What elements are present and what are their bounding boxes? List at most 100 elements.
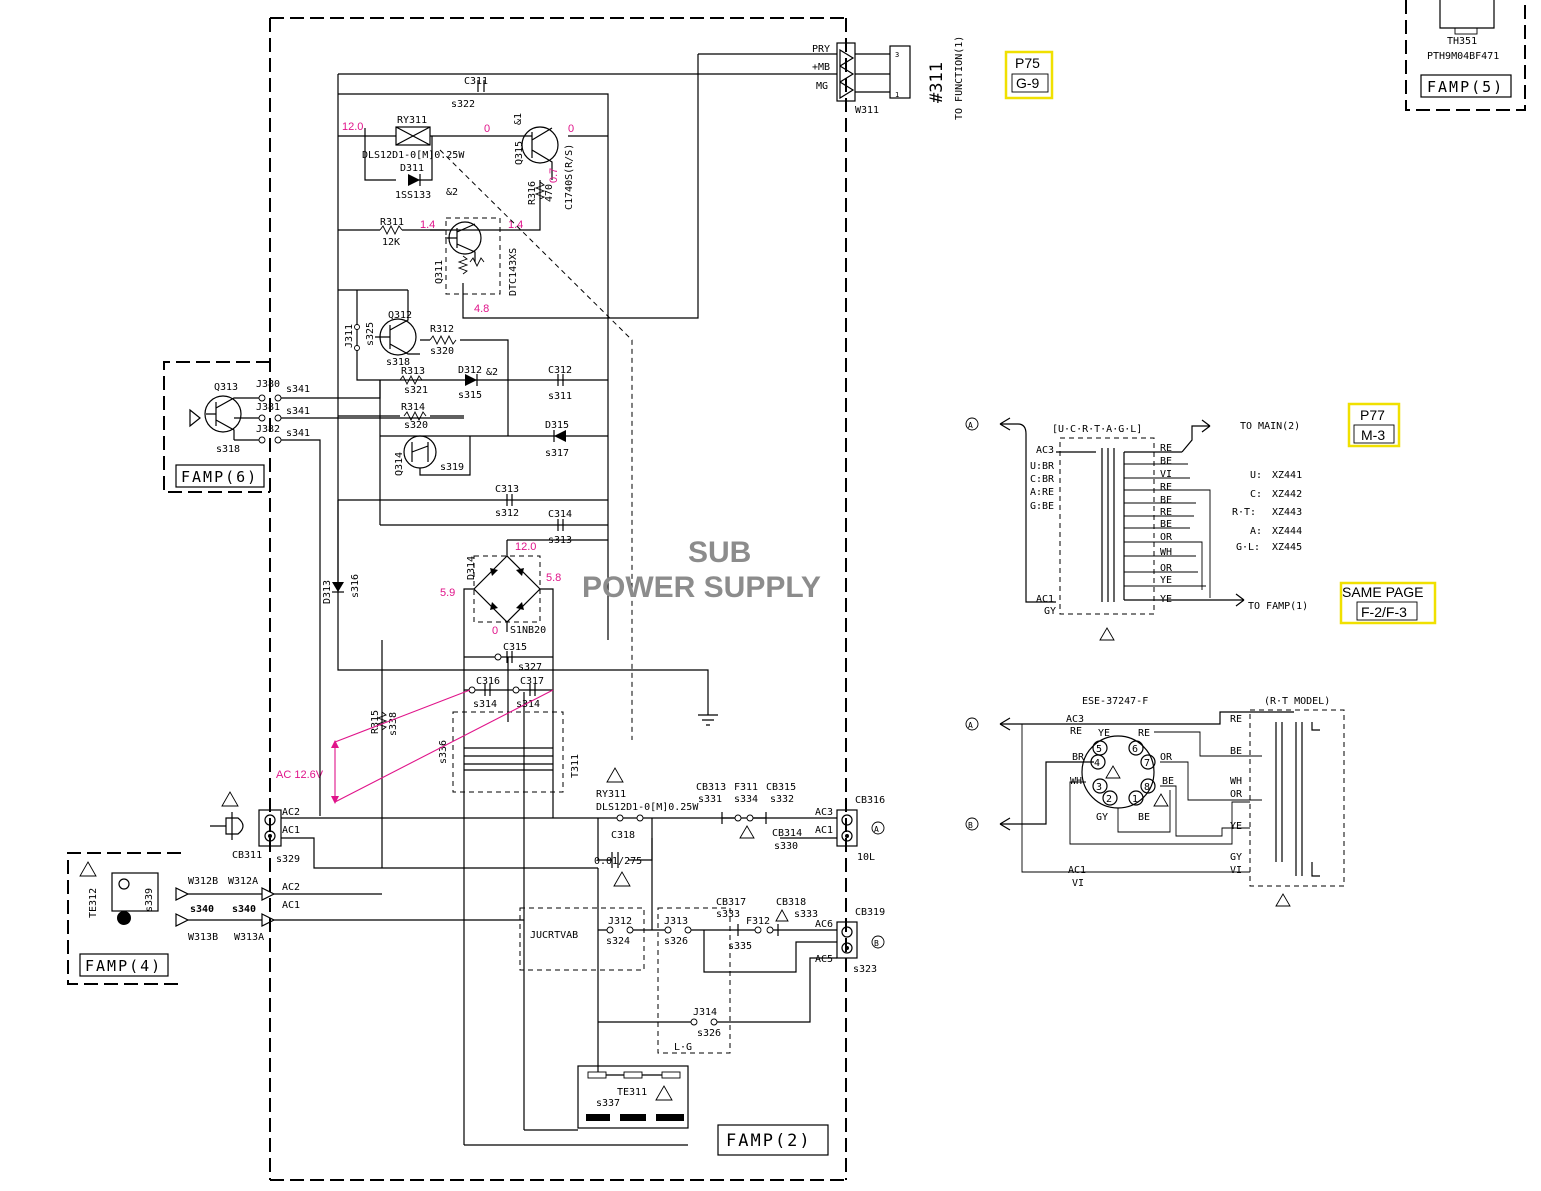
svg-text:Q314: Q314 bbox=[394, 452, 405, 476]
svg-text:AC5: AC5 bbox=[815, 954, 833, 965]
svg-text:s327: s327 bbox=[518, 662, 542, 673]
svg-text:F312: F312 bbox=[746, 916, 770, 927]
svg-text:R·T:: R·T: bbox=[1232, 507, 1256, 518]
transformer-top: A [U·C·R·T·A·G·L] AC3 U:BR C:BR A:RE G:B… bbox=[965, 417, 1308, 641]
caps-c313-c314: C313 s312 C314 s313 bbox=[338, 484, 608, 546]
svg-text:A:: A: bbox=[1250, 526, 1262, 537]
svg-text:s329: s329 bbox=[276, 854, 300, 865]
transistor-q314: Q314 s319 bbox=[394, 435, 471, 476]
transformer-t311: s336 T311 bbox=[438, 711, 581, 793]
svg-text:s340: s340 bbox=[190, 904, 214, 915]
svg-text:DLS12D1-0[M]0.25W: DLS12D1-0[M]0.25W bbox=[362, 150, 465, 161]
svg-text:TO MAIN(2): TO MAIN(2) bbox=[1240, 421, 1300, 432]
svg-text:C316: C316 bbox=[476, 676, 500, 687]
svg-text:s331: s331 bbox=[698, 794, 722, 805]
connector-cb316: CB316 AC3 AC1 10L A bbox=[651, 795, 885, 930]
svg-text:s316: s316 bbox=[350, 574, 361, 598]
svg-text:D311: D311 bbox=[400, 163, 424, 174]
svg-text:1.4: 1.4 bbox=[508, 219, 523, 231]
svg-text:J381: J381 bbox=[256, 402, 280, 413]
svg-text:s341: s341 bbox=[286, 406, 310, 417]
svg-text:s318: s318 bbox=[216, 444, 240, 455]
svg-text:12.0: 12.0 bbox=[515, 541, 536, 553]
pin-num-1: 1 bbox=[895, 91, 899, 99]
svg-text:C1740S(R/S): C1740S(R/S) bbox=[564, 144, 575, 210]
page-ref-same: SAME PAGE F-2/F-3 bbox=[1339, 581, 1437, 625]
svg-text:AC2: AC2 bbox=[282, 882, 300, 893]
svg-text:5.8: 5.8 bbox=[546, 572, 561, 584]
svg-text:M-3: M-3 bbox=[1361, 427, 1385, 443]
svg-text:C:BR: C:BR bbox=[1030, 474, 1055, 485]
rails bbox=[337, 53, 837, 640]
svg-text:C312: C312 bbox=[548, 365, 572, 376]
famp4-block: TE312 s339 W312B W312A s340 s340 W313B W… bbox=[67, 852, 524, 985]
diode-d311: D311 1SS133 &2 bbox=[395, 163, 458, 201]
svg-text:AC1: AC1 bbox=[282, 825, 300, 836]
connector-cb311: CB311 AC2 AC1 s329 bbox=[210, 791, 837, 869]
svg-text:1: 1 bbox=[1132, 794, 1138, 805]
v-0b: 0 bbox=[568, 123, 574, 135]
svg-text:C:: C: bbox=[1250, 489, 1262, 500]
svg-text:RE: RE bbox=[1230, 714, 1242, 725]
svg-text:FAMP(4): FAMP(4) bbox=[85, 957, 162, 975]
svg-text:CB313: CB313 bbox=[696, 782, 726, 793]
svg-text:XZ444: XZ444 bbox=[1272, 526, 1302, 537]
q311-block: R311 12K 1.4 1.4 Q311 DTC143XS 4.8 bbox=[338, 217, 523, 315]
svg-text:s321: s321 bbox=[404, 385, 428, 396]
svg-text:s337: s337 bbox=[596, 1098, 620, 1109]
svg-text:BE: BE bbox=[1160, 456, 1172, 467]
pin-num-3: 3 bbox=[895, 51, 899, 59]
svg-text:s334: s334 bbox=[734, 794, 758, 805]
svg-text:s314: s314 bbox=[473, 699, 497, 710]
svg-text:s338: s338 bbox=[388, 712, 399, 736]
svg-text:XZ443: XZ443 bbox=[1272, 507, 1302, 518]
svg-text:D313: D313 bbox=[322, 580, 333, 604]
svg-text:DLS12D1-0[M]0.25W: DLS12D1-0[M]0.25W bbox=[596, 802, 699, 813]
svg-text:B: B bbox=[968, 821, 973, 830]
fuse-f311: CB313 F311 CB315 s331 s334 s332 CB314 s3… bbox=[696, 782, 802, 852]
net-id: #311 bbox=[927, 62, 947, 103]
row-r314: R314 s320 D315 s317 bbox=[338, 380, 608, 525]
svg-text:Q313: Q313 bbox=[214, 382, 238, 393]
pin-pry: PRY bbox=[812, 44, 830, 55]
t311-leads bbox=[381, 640, 525, 1130]
te311-block: TE311 s337 bbox=[464, 1065, 689, 1146]
svg-text:XZ442: XZ442 bbox=[1272, 489, 1302, 500]
svg-text:GY: GY bbox=[1044, 606, 1056, 617]
svg-text:1SS133: 1SS133 bbox=[395, 190, 431, 201]
svg-text:s339: s339 bbox=[144, 888, 155, 912]
svg-text:T311: T311 bbox=[570, 754, 581, 778]
svg-text:BE: BE bbox=[1230, 746, 1242, 757]
svg-text:D312: D312 bbox=[458, 365, 482, 376]
svg-text:B: B bbox=[874, 939, 879, 948]
svg-text:YE: YE bbox=[1160, 594, 1172, 605]
svg-text:FAMP(6): FAMP(6) bbox=[181, 468, 258, 486]
svg-text:J313: J313 bbox=[664, 916, 688, 927]
svg-text:W312B: W312B bbox=[188, 876, 218, 887]
svg-text:WH: WH bbox=[1160, 547, 1172, 558]
svg-text:s340: s340 bbox=[232, 904, 256, 915]
svg-text:W313B: W313B bbox=[188, 932, 218, 943]
relay-link bbox=[439, 149, 633, 740]
famp2-label: FAMP(2) bbox=[726, 1131, 812, 1151]
svg-text:s341: s341 bbox=[286, 428, 310, 439]
svg-text:s332: s332 bbox=[770, 794, 794, 805]
svg-text:VI: VI bbox=[1160, 469, 1172, 480]
svg-text:C311: C311 bbox=[464, 76, 488, 87]
svg-text:A: A bbox=[968, 721, 973, 730]
svg-text:RE: RE bbox=[1138, 728, 1150, 739]
svg-text:JUCRTVAB: JUCRTVAB bbox=[530, 930, 578, 941]
svg-text:CB314: CB314 bbox=[772, 828, 802, 839]
svg-text:YE: YE bbox=[1230, 821, 1242, 832]
svg-text:470: 470 bbox=[544, 184, 555, 202]
svg-text:s320: s320 bbox=[430, 346, 454, 357]
svg-text:RY311: RY311 bbox=[397, 115, 427, 126]
svg-text:Q311: Q311 bbox=[434, 260, 445, 284]
svg-text:AC3: AC3 bbox=[1036, 445, 1054, 456]
svg-text:s317: s317 bbox=[545, 448, 569, 459]
svg-text:W312A: W312A bbox=[228, 876, 258, 887]
svg-text:AC6: AC6 bbox=[815, 919, 833, 930]
svg-text:s333: s333 bbox=[716, 909, 740, 920]
svg-text:OR: OR bbox=[1160, 563, 1173, 574]
function-dest: TO FUNCTION(1) bbox=[954, 36, 965, 120]
